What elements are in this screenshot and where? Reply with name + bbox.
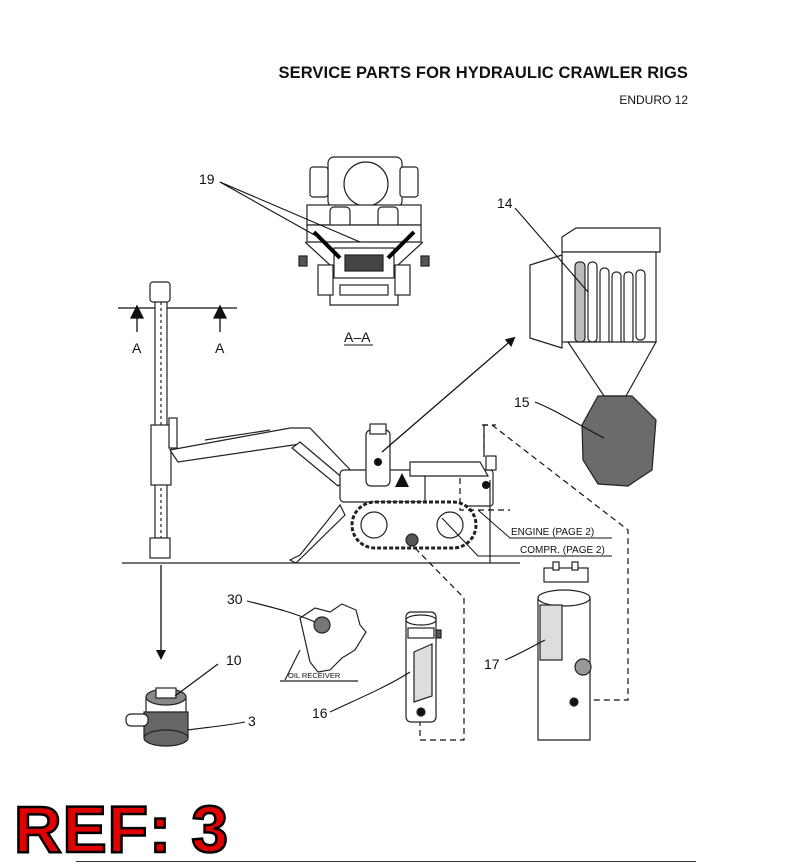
callout-30: 30 [227,591,243,607]
drill-rig-body [168,423,497,564]
drill-mast [149,281,178,559]
filter-element-16 [405,611,442,723]
section-marker-line [118,304,237,332]
oil-receiver-label: OIL RECEIVER [288,671,341,680]
dust-collector-assembly [529,227,661,487]
separator-tank-17 [537,561,592,741]
oil-receiver-part [280,603,367,682]
callout-15: 15 [514,394,530,410]
model-label: ENDURO 12 [619,93,688,107]
compressor-page-ref: COMPR. (PAGE 2) [520,545,605,556]
callout-14: 14 [497,195,513,211]
section-view-a-a [298,156,430,306]
section-view-label: A–A [344,329,371,345]
filter-cartridge-10 [125,687,189,747]
callout-19: 19 [199,171,215,187]
page-ref-leaders [441,509,612,557]
filter-location-dot [374,458,382,466]
section-marker-left: A [132,340,142,356]
callout-3: 3 [248,713,256,729]
arrow-to-dust-collector [381,336,516,453]
callout-19-leaders [219,181,361,243]
callout-17: 17 [484,656,500,672]
reference-number: REF: 3 [13,792,230,866]
callout-10: 10 [226,652,242,668]
callout-leaders [174,207,605,731]
engine-page-ref: ENGINE (PAGE 2) [511,527,594,538]
section-marker-right: A [215,340,225,356]
footer-divider [76,861,696,862]
callout-16: 16 [312,705,328,721]
pointer-triangle [395,473,409,487]
page-title: SERVICE PARTS FOR HYDRAULIC CRAWLER RIGS [278,64,688,82]
compressor-location-dot [482,481,490,489]
dashed-connectors [414,424,629,741]
